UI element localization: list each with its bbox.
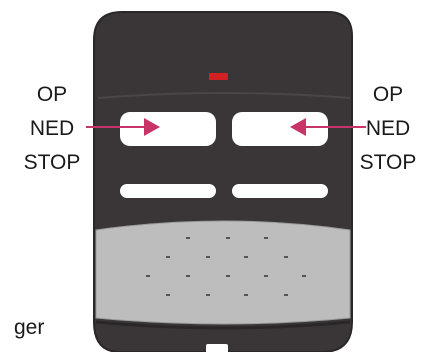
left-label-line3: STOP: [24, 151, 81, 174]
right-label-line2: NED: [366, 117, 410, 140]
arrow-icon-right: [290, 118, 306, 136]
left-callout-label: OP NED STOP: [24, 83, 81, 174]
remote-keyring-slot: [206, 344, 228, 352]
remote-top-highlight: [97, 92, 351, 99]
left-label-line1: OP: [37, 83, 67, 106]
left-callout-arrow: [86, 118, 160, 136]
left-label-line2: NED: [30, 117, 74, 140]
red-led-indicator-icon: [209, 73, 228, 80]
remote-control: [93, 11, 353, 352]
partial-caption-text: ger: [14, 316, 44, 339]
remote-button-top-left[interactable]: [120, 112, 216, 146]
right-label-line3: STOP: [360, 151, 417, 174]
remote-keypad-panel: [95, 220, 351, 325]
arrow-icon-left: [144, 118, 160, 136]
remote-button-top-right[interactable]: [232, 112, 328, 146]
remote-button-bottom-left[interactable]: [120, 184, 216, 198]
right-callout-label: OP NED STOP: [360, 83, 417, 174]
speaker-grille-dots-icon: [146, 237, 306, 296]
right-callout-arrow: [290, 118, 366, 136]
remote-bottom-band: [95, 320, 351, 330]
right-label-line1: OP: [373, 83, 403, 106]
remote-button-bottom-right[interactable]: [232, 184, 328, 198]
